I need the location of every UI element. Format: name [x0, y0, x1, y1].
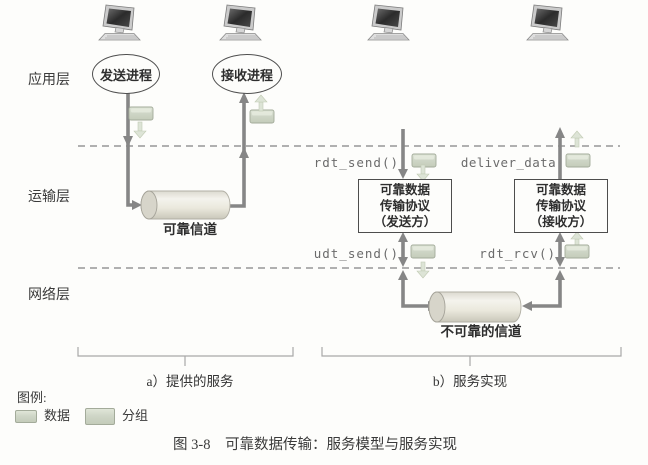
- packet-swatch-icon: [85, 408, 116, 425]
- reliable-channel-label: 可靠信道: [163, 222, 217, 237]
- packet-icon: [410, 244, 436, 259]
- faded-up-arrow-icon: [254, 94, 268, 112]
- rdt-receiver-box: 可靠数据 传输协议 （接收方）: [514, 179, 608, 233]
- data-swatch-icon: [15, 410, 37, 423]
- deliver-data-arrow: [555, 127, 565, 179]
- rdt-send-arrow: [398, 129, 408, 179]
- rdt-sender-box-line: 传输协议: [379, 199, 430, 213]
- network-layer-label: 网络层: [28, 288, 70, 303]
- application-layer-label: 应用层: [28, 73, 70, 88]
- rdt-receiver-box-line: （接收方）: [529, 215, 593, 229]
- rdt-sender-box-line: （发送方）: [373, 215, 437, 229]
- faded-down-arrow-icon: [416, 261, 430, 279]
- unreliable-channel-label: 不可靠的信道: [440, 324, 522, 339]
- data-packet-icon: [128, 106, 154, 121]
- computer-icon: [526, 4, 569, 41]
- rdt-sender-box: 可靠数据 传输协议 （发送方）: [358, 179, 452, 233]
- computer-icon: [367, 4, 410, 41]
- legend-item-label: 分组: [122, 408, 149, 424]
- panel-a-caption: a）提供的服务: [146, 374, 234, 389]
- channel-to-receive-process-arrow: [229, 92, 249, 208]
- computer-icon: [98, 4, 141, 41]
- receiving-process-oval: 接收进程: [212, 54, 282, 94]
- panel-b-caption: b）服务实现: [432, 374, 508, 389]
- rdt-rcv-arrow: [522, 232, 565, 311]
- panel-b-bracket: [321, 347, 622, 366]
- rdt-receiver-box-line: 可靠数据: [535, 183, 586, 197]
- rdt-sender-box-line: 可靠数据: [379, 183, 430, 197]
- faded-down-arrow-icon: [133, 121, 147, 139]
- receiving-process-label: 接收进程: [220, 67, 273, 83]
- udt-send-call-label: udt_send(): [313, 246, 399, 261]
- deliver-data-call-label: deliver_data: [460, 155, 556, 170]
- data-packet-icon: [565, 153, 591, 168]
- rdt-receiver-box-line: 传输协议: [535, 199, 586, 213]
- legend-title: 图例:: [17, 390, 47, 405]
- sending-process-oval: 发送进程: [92, 54, 160, 94]
- legend-item-label: 数据: [44, 408, 71, 424]
- send-process-to-channel-arrow: [123, 92, 142, 210]
- rdt-rcv-call-label: rdt_rcv(): [479, 246, 556, 261]
- sending-process-label: 发送进程: [99, 67, 152, 83]
- computer-icon: [219, 4, 262, 41]
- packet-icon: [564, 244, 590, 259]
- legend: 数据 分组: [15, 408, 148, 425]
- figure-caption: 图 3-8 可靠数据传输：服务模型与服务实现: [173, 437, 457, 453]
- faded-up-arrow-icon: [570, 130, 584, 148]
- reliable-channel-cylinder: [140, 190, 231, 220]
- rdt-send-call-label: rdt_send(): [313, 155, 399, 170]
- data-packet-icon: [249, 109, 275, 124]
- transport-layer-label: 运输层: [28, 190, 70, 205]
- panel-a-bracket: [77, 347, 294, 366]
- unreliable-channel-cylinder: [428, 291, 522, 323]
